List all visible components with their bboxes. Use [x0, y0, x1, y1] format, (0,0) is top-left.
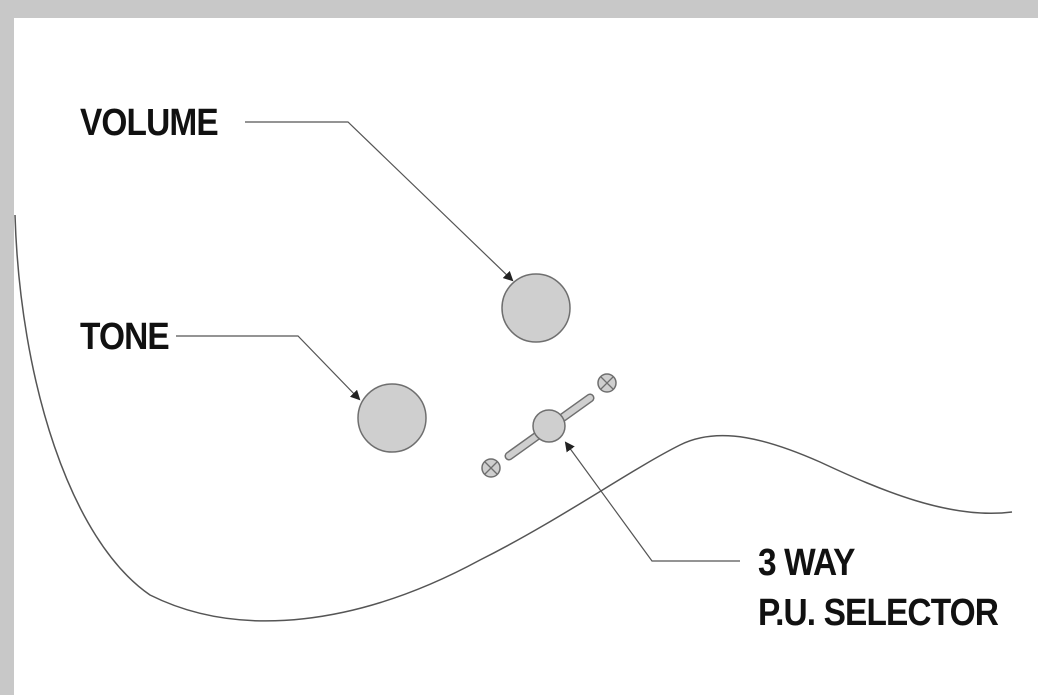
- volume-leader-line: [245, 121, 514, 282]
- screw-icon: [597, 373, 617, 393]
- screw-icon: [481, 458, 501, 478]
- selector-label-line1: 3 WAY: [758, 542, 855, 584]
- selector-label-line2: P.U. SELECTOR: [758, 592, 999, 634]
- tone-leader-line: [176, 335, 361, 401]
- tone-label: TONE: [80, 316, 170, 358]
- selector-switch-icon: [504, 393, 595, 461]
- diagram-panel: [14, 18, 1038, 695]
- selector-leader-line: [564, 441, 740, 562]
- tone-knob-icon: [357, 383, 427, 453]
- volume-label: VOLUME: [80, 102, 219, 144]
- guitar-body-outline: [14, 214, 1013, 622]
- volume-knob-icon: [501, 273, 571, 343]
